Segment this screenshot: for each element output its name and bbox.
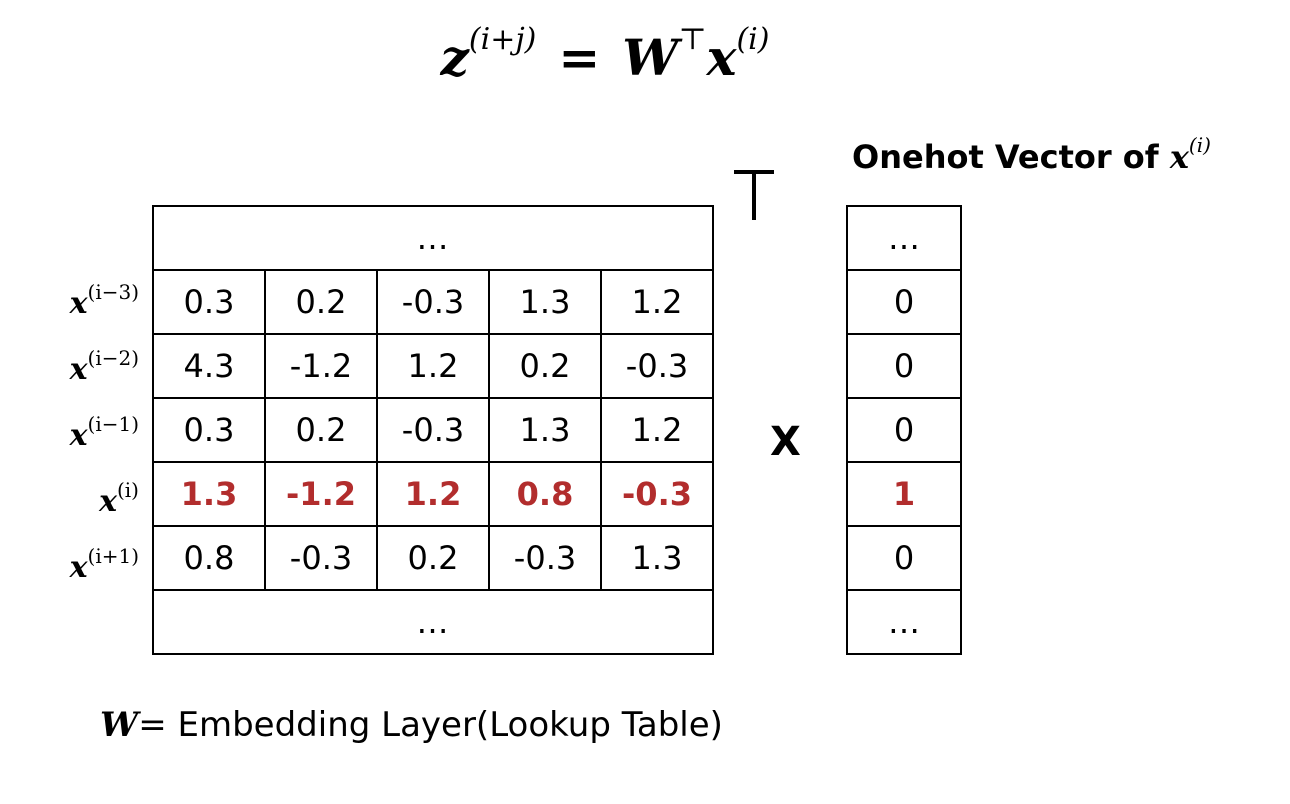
matrix-cell: 0.2 — [488, 333, 602, 399]
matrix-cell: -1.2 — [264, 461, 378, 527]
vector-row: 0 — [846, 525, 962, 591]
row-label: x(i−1) — [0, 403, 145, 469]
matrix-cell: 1.3 — [488, 397, 602, 463]
row-label: x(i−2) — [0, 337, 145, 403]
matrix-cell: -0.3 — [600, 333, 714, 399]
row-label-superscript: (i+1) — [87, 544, 139, 568]
multiply-symbol: X — [770, 419, 801, 465]
row-label: x(i+1) — [0, 535, 145, 601]
matrix-cell: -0.3 — [600, 461, 714, 527]
vector-row: 0 — [846, 269, 962, 335]
row-label-superscript: (i) — [116, 478, 139, 502]
vector-row: 1 — [846, 461, 962, 527]
matrix-cell: 0.8 — [152, 525, 266, 591]
matrix-cell: 1.2 — [376, 333, 490, 399]
vector-cell: 1 — [846, 461, 962, 527]
row-label-x: x — [69, 550, 88, 585]
matrix-cell: -0.3 — [376, 269, 490, 335]
matrix-bottom-row: … — [152, 589, 714, 655]
row-label-x: x — [69, 352, 88, 387]
matrix-cell: 1.2 — [376, 461, 490, 527]
matrix-bottom-dots: … — [152, 589, 714, 655]
vector-top-dots: … — [846, 205, 962, 271]
transpose-stem — [752, 170, 756, 220]
row-label-x: x — [99, 484, 117, 519]
vector-cell: 0 — [846, 397, 962, 463]
matrix-cell: 1.3 — [488, 269, 602, 335]
matrix-cell: 1.3 — [152, 461, 266, 527]
onehot-title-x-superscript: (i) — [1188, 133, 1211, 157]
formula-z: z — [440, 28, 469, 87]
vector-row: 0 — [846, 333, 962, 399]
matrix-cell: 0.3 — [152, 269, 266, 335]
vector-cell: 0 — [846, 269, 962, 335]
vector-cell: 0 — [846, 525, 962, 591]
formula-equals: = — [558, 28, 601, 87]
matrix-cell: -1.2 — [264, 333, 378, 399]
transpose-symbol — [734, 170, 774, 222]
row-label-x: x — [69, 418, 88, 453]
vector-bottom-dots: … — [846, 589, 962, 655]
row-label-superscript: (i−3) — [87, 280, 139, 304]
matrix-cell: 0.8 — [488, 461, 602, 527]
row-label: x(i−3) — [0, 271, 145, 337]
vector-cell: 0 — [846, 333, 962, 399]
matrix-cell: 0.3 — [152, 397, 266, 463]
row-labels: x(i−3)x(i−2)x(i−1)x(i)x(i+1) — [0, 271, 145, 601]
caption-text: = Embedding Layer(Lookup Table) — [138, 705, 723, 745]
matrix-cell: 1.3 — [600, 525, 714, 591]
matrix-cell: -0.3 — [488, 525, 602, 591]
vector-top-row: … — [846, 205, 962, 271]
row-label-superscript: (i−1) — [87, 412, 139, 436]
matrix-cell: 0.2 — [264, 269, 378, 335]
matrix-cell: 0.2 — [376, 525, 490, 591]
onehot-vector-title: Onehot Vector of x(i) — [852, 134, 1211, 180]
matrix-cell: 0.2 — [264, 397, 378, 463]
row-label: x(i) — [0, 469, 145, 535]
formula-w: W — [622, 28, 679, 87]
vector-bottom-row: … — [846, 589, 962, 655]
formula-transpose: ⊤ — [678, 22, 707, 57]
caption-w: W — [100, 705, 139, 745]
row-label-superscript: (i−2) — [87, 346, 139, 370]
row-label-x: x — [69, 286, 88, 321]
formula-x: x — [706, 28, 737, 87]
matrix-cell: -0.3 — [376, 397, 490, 463]
formula: z(i+j) = W⊤x(i) — [0, 18, 1210, 98]
matrix-top-row: … — [152, 205, 714, 271]
onehot-title-x: x — [1169, 138, 1189, 176]
vector-row: 0 — [846, 397, 962, 463]
formula-z-superscript: (i+j) — [468, 22, 537, 57]
onehot-title-text: Onehot Vector of — [852, 138, 1170, 176]
matrix-top-dots: … — [152, 205, 714, 271]
matrix-cell: 1.2 — [600, 397, 714, 463]
caption: W= Embedding Layer(Lookup Table) — [100, 700, 723, 750]
matrix-cell: 1.2 — [600, 269, 714, 335]
matrix-cell: 4.3 — [152, 333, 266, 399]
matrix-cell: -0.3 — [264, 525, 378, 591]
formula-x-superscript: (i) — [736, 22, 770, 57]
